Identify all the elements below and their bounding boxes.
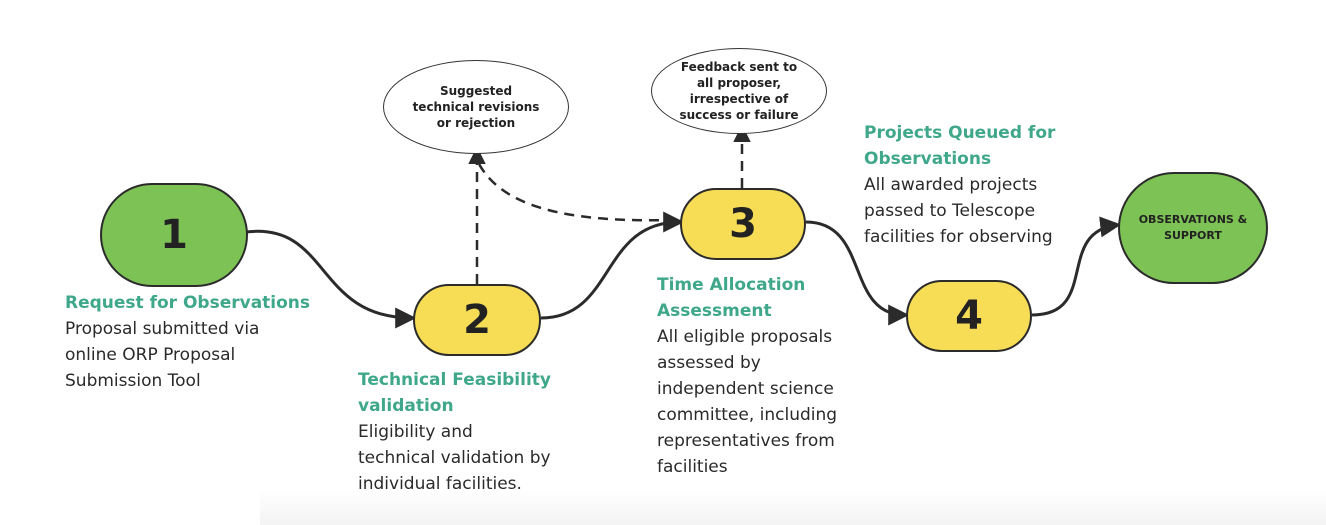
step-4-caption: Projects Queued for Observations All awa… <box>864 120 1104 250</box>
step-1-node: 1 <box>100 183 248 287</box>
step-3-description: All eligible proposals assessed by indep… <box>657 327 838 477</box>
step-3-caption: Time Allocation Assessment All eligible … <box>657 272 887 480</box>
step-1-number: 1 <box>160 212 188 258</box>
end-node-label: OBSERVATIONS & SUPPORT <box>1138 213 1248 242</box>
step-3-node: 3 <box>680 188 806 260</box>
step-4-description: All awarded projects passed to Telescope… <box>864 175 1053 247</box>
feedback-oval-revisions: Suggested technical revisions or rejecti… <box>383 60 569 154</box>
step-2-node: 2 <box>413 284 541 356</box>
step-2-title: Technical Feasibility validation <box>358 370 552 416</box>
end-node: OBSERVATIONS & SUPPORT <box>1118 172 1268 284</box>
connector-2-to-3 <box>540 211 685 320</box>
step-3-number: 3 <box>729 201 757 247</box>
step-2-number: 2 <box>463 297 491 343</box>
step-2-caption: Technical Feasibility validation Eligibi… <box>358 367 598 497</box>
step-1-caption: Request for Observations Proposal submit… <box>65 290 365 394</box>
step-4-node: 4 <box>906 280 1032 352</box>
step-3-title: Time Allocation Assessment <box>657 275 806 321</box>
feedback-oval-proposers: Feedback sent to all proposer, irrespect… <box>651 48 827 134</box>
step-1-title: Request for Observations <box>65 293 311 313</box>
feedback-3-to-2 <box>476 161 677 222</box>
connector-3-to-4 <box>805 220 910 326</box>
step-1-description: Proposal submitted via online ORP Propos… <box>65 319 260 391</box>
connector-1-to-2 <box>245 229 417 329</box>
bottom-shade <box>260 490 1326 525</box>
step-4-title: Projects Queued for Observations <box>864 123 1056 169</box>
step-4-number: 4 <box>955 293 983 339</box>
connector-4-to-end <box>1031 216 1122 317</box>
step-2-description: Eligibility and technical validation by … <box>358 422 551 494</box>
